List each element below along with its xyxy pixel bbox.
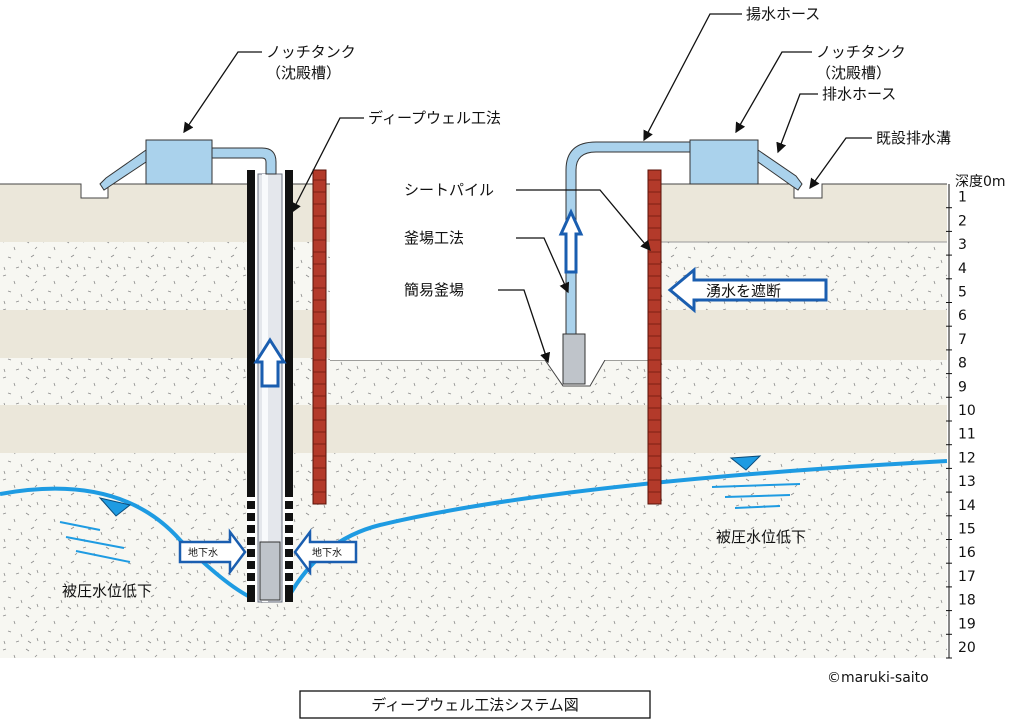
cutoff-arrow bbox=[667, 266, 828, 314]
leader-kamaba bbox=[516, 237, 570, 294]
submersible-pump bbox=[259, 541, 281, 601]
water-level-marker-right bbox=[729, 455, 762, 471]
depth-tick-label: 12 bbox=[958, 450, 976, 466]
drain-hose-right bbox=[757, 149, 803, 191]
depth-tick-label: 3 bbox=[958, 237, 967, 253]
depth-tick-label: 14 bbox=[958, 498, 976, 514]
deep-well bbox=[247, 170, 293, 603]
leader-deep-well bbox=[291, 117, 364, 214]
well-casing-right bbox=[285, 170, 293, 490]
depth-tick-label: 2 bbox=[958, 213, 967, 229]
sheet-pile-right bbox=[647, 169, 662, 505]
depth-tick-label: 15 bbox=[958, 522, 976, 538]
label-pump-hose: 揚水ホース bbox=[746, 5, 820, 23]
depth-tick-label: 6 bbox=[958, 308, 967, 324]
clay-layer-surface-right bbox=[660, 184, 947, 242]
sheet-pile-left-bricks bbox=[313, 179, 326, 493]
leader-existing-drain bbox=[809, 137, 872, 190]
depth-tick-label: 13 bbox=[958, 474, 976, 490]
depth-tick-label: 7 bbox=[958, 332, 967, 348]
label-drain-hose: 排水ホース bbox=[822, 85, 896, 103]
leader-notch-right bbox=[735, 51, 812, 134]
groundwater-curve-left bbox=[0, 486, 253, 600]
leader-notch-left bbox=[183, 51, 262, 134]
kamaba-pump bbox=[562, 333, 586, 385]
label-notch-tank-right: ノッチタンク bbox=[816, 43, 906, 61]
groundwater-arrow-left bbox=[178, 528, 247, 576]
label-simple-kamaba: 簡易釜場 bbox=[404, 281, 464, 299]
caption-text: ディープウェル工法システム図 bbox=[371, 696, 579, 714]
clay-layer-lower bbox=[0, 405, 947, 453]
well-casing-left bbox=[247, 170, 255, 490]
copyright: ©maruki-saito bbox=[827, 670, 929, 686]
leader-pump-hose bbox=[643, 13, 742, 142]
depth-tick-label: 17 bbox=[958, 569, 976, 585]
depth-tick-label: 1 bbox=[958, 190, 967, 206]
label-notch-tank-right-sub: （沈殿槽） bbox=[816, 64, 891, 82]
label-existing-drain: 既設排水溝 bbox=[876, 129, 951, 147]
depth-tick-label: 20 bbox=[958, 640, 976, 656]
groundwater-label-left: 地下水 bbox=[188, 546, 218, 559]
well-inner-pipe bbox=[257, 173, 283, 603]
well-up-arrow bbox=[253, 337, 287, 388]
ground-surface-line bbox=[0, 183, 947, 199]
notch-tank-left bbox=[145, 139, 213, 185]
depth-tick-label: 8 bbox=[958, 356, 967, 372]
label-confined-drop-left: 被圧水位低下 bbox=[62, 582, 152, 600]
label-kamaba-method: 釜場工法 bbox=[404, 229, 464, 247]
depth-tick-label: 18 bbox=[958, 593, 976, 609]
leader-lines bbox=[183, 13, 872, 364]
excavation-void bbox=[330, 150, 648, 360]
well-screen-slots bbox=[247, 497, 293, 585]
groundwater-arrow-right bbox=[293, 528, 358, 576]
depth-tick-label: 11 bbox=[958, 427, 976, 443]
depth-tick-label: 4 bbox=[958, 261, 967, 277]
cutoff-label: 湧水を遮断 bbox=[706, 282, 781, 300]
label-notch-tank-left: ノッチタンク bbox=[266, 43, 356, 61]
kamaba-up-arrow bbox=[558, 208, 584, 274]
depth-tick-label: 19 bbox=[958, 616, 976, 632]
clay-layer-mid-right bbox=[660, 310, 947, 360]
water-hatch-right bbox=[711, 483, 801, 509]
leader-drain-hose bbox=[776, 93, 818, 154]
groundwater-label-right: 地下水 bbox=[312, 546, 342, 559]
depth-tick-label: 10 bbox=[958, 403, 976, 419]
water-level-marker-left bbox=[98, 497, 132, 517]
label-notch-tank-left-sub: （沈殿槽） bbox=[266, 64, 341, 82]
depth-tick-label: 16 bbox=[958, 545, 976, 561]
well-inner-pipe-highlight bbox=[262, 174, 268, 602]
label-deep-well-method: ディープウェル工法 bbox=[368, 109, 501, 127]
caption-box bbox=[299, 690, 651, 719]
leader-simple-kamaba bbox=[498, 289, 551, 364]
depth-tick-label: 5 bbox=[958, 285, 967, 301]
depth-tick-label: 9 bbox=[958, 379, 967, 395]
sheet-pile-left bbox=[312, 169, 327, 505]
pump-hose-left bbox=[211, 147, 277, 175]
water-hatch-left bbox=[59, 521, 131, 563]
leader-sheet-pile bbox=[516, 189, 651, 251]
depth-header: 深度0m bbox=[955, 174, 1006, 190]
notch-tank-right bbox=[689, 139, 759, 185]
label-sheet-pile: シートパイル bbox=[404, 181, 494, 199]
label-confined-drop-right: 被圧水位低下 bbox=[716, 528, 806, 546]
